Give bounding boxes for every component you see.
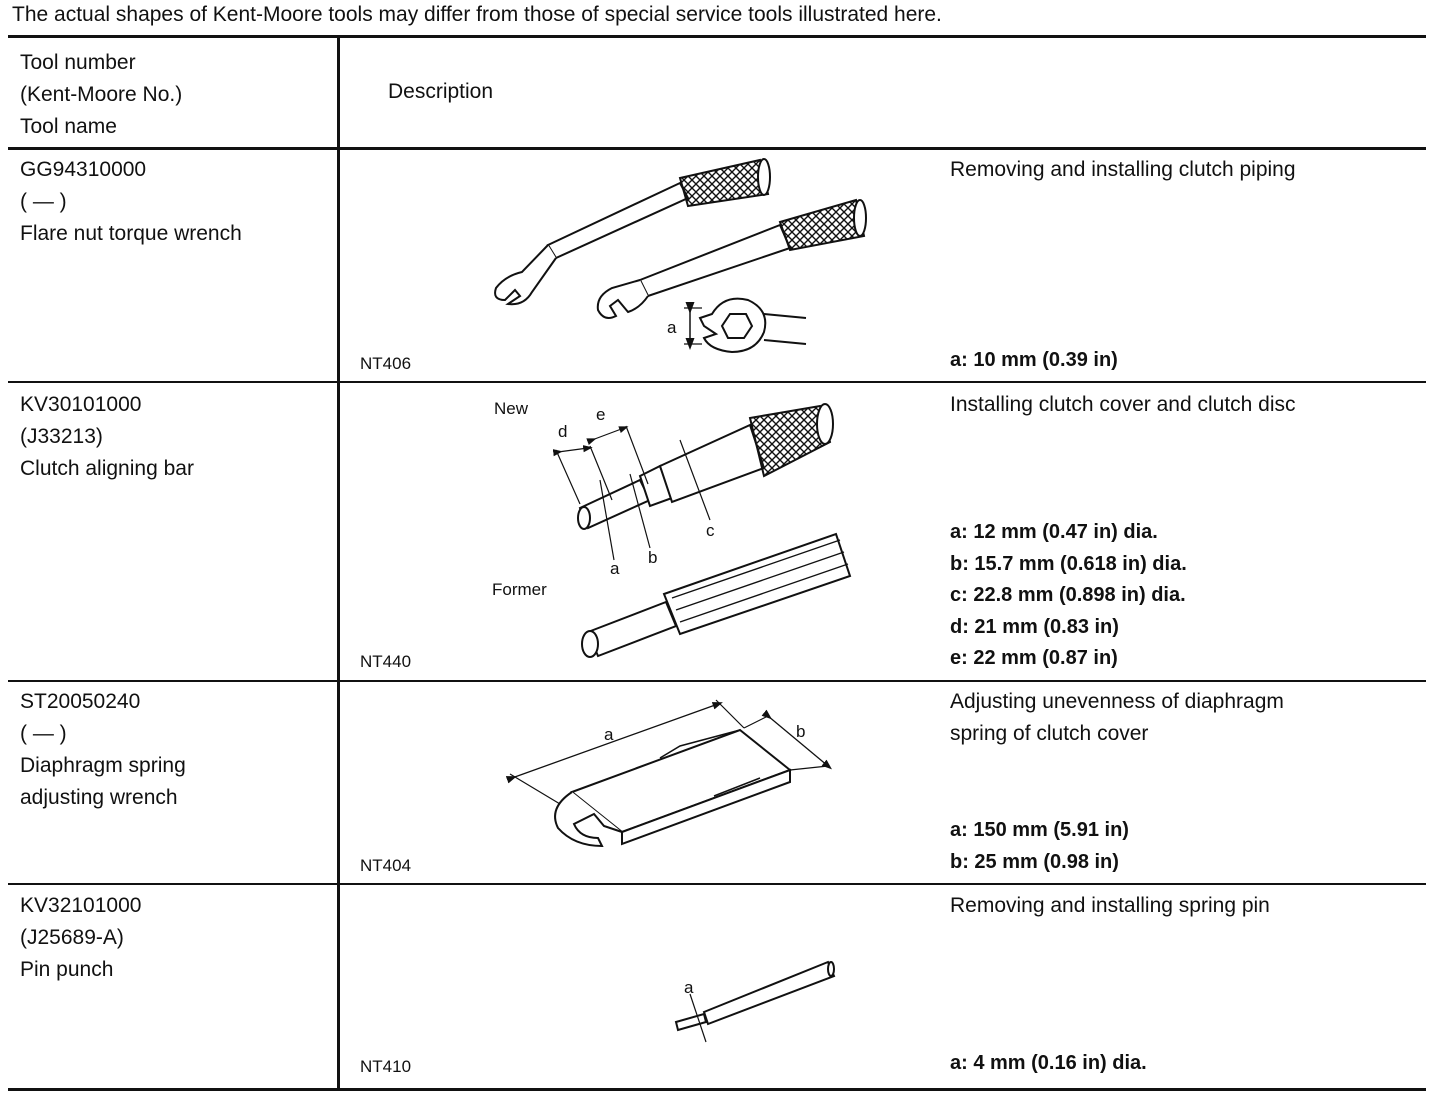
figure-code: NT440 (360, 652, 412, 671)
variant-label-new: New (494, 399, 529, 418)
table-row: KV30101000 (J33213) Clutch aligning bar (20, 389, 330, 485)
table-row: GG94310000 ( — ) Flare nut torque wrench (20, 154, 330, 250)
kent-moore-number: ( — ) (20, 190, 67, 213)
table-row: ST20050240 ( — ) Diaphragm spring adjust… (20, 686, 330, 814)
figure-code: NT404 (360, 856, 412, 875)
figure-code: NT410 (360, 1057, 412, 1076)
tool-specs: a: 10 mm (0.39 in) (950, 345, 1118, 377)
dimension-label: b (796, 722, 805, 741)
tool-number: KV30101000 (20, 393, 142, 416)
tool-use-line: spring of clutch cover (950, 722, 1149, 745)
tool-use: Removing and installing clutch piping (950, 154, 1410, 186)
diaphragm-wrench-illustration (505, 699, 832, 848)
header-tool-name: Tool name (20, 115, 117, 138)
spec-line: a: 4 mm (0.16 in) dia. (950, 1052, 1147, 1074)
dimension-label: a (667, 318, 677, 337)
spec-line: e: 22 mm (0.87 in) (950, 647, 1118, 669)
column-divider (337, 36, 340, 1091)
tool-number: ST20050240 (20, 690, 141, 713)
disclaimer-note: The actual shapes of Kent-Moore tools ma… (12, 3, 942, 26)
tool-number: GG94310000 (20, 158, 147, 181)
tool-specs: a: 12 mm (0.47 in) dia. b: 15.7 mm (0.61… (950, 517, 1187, 675)
tool-name: Clutch aligning bar (20, 457, 194, 480)
kent-moore-number: (J33213) (20, 425, 103, 448)
row-divider (8, 883, 1426, 885)
table-row: KV32101000 (J25689-A) Pin punch (20, 890, 330, 986)
table-bottom-rule (8, 1088, 1426, 1091)
spec-line: a: 150 mm (5.91 in) (950, 819, 1129, 841)
row-divider (8, 381, 1426, 383)
dimension-label: a (684, 978, 694, 997)
header-tool-number: Tool number (20, 51, 136, 74)
tool-use: Adjusting unevenness of diaphragm spring… (950, 686, 1410, 750)
dimension-label: c (706, 521, 715, 540)
tool-name: Diaphragm spring (20, 754, 186, 777)
dimension-label: a (604, 725, 614, 744)
clutch-aligning-bar-illustration (552, 403, 852, 658)
spec-line: b: 15.7 mm (0.618 in) dia. (950, 552, 1187, 575)
tool-use-line: Installing clutch cover and clutch disc (950, 393, 1296, 416)
dimension-label: a (610, 559, 620, 578)
tool-use-line: Adjusting unevenness of diaphragm (950, 690, 1284, 713)
tool-use-line: Removing and installing spring pin (950, 894, 1270, 917)
kent-moore-number: (J25689-A) (20, 926, 124, 949)
pin-punch-illustration (674, 960, 836, 1043)
tool-use: Installing clutch cover and clutch disc (950, 389, 1410, 421)
spec-line: d: 21 mm (0.83 in) (950, 615, 1119, 638)
header-description: Description (388, 80, 494, 103)
kent-moore-number: ( — ) (20, 722, 67, 745)
spec-line: b: 25 mm (0.98 in) (950, 850, 1119, 873)
spec-line: c: 22.8 mm (0.898 in) dia. (950, 584, 1186, 606)
spec-line: a: 10 mm (0.39 in) (950, 349, 1118, 371)
flare-nut-wrench-illustration (494, 158, 867, 354)
table-top-rule (8, 35, 1426, 38)
tool-number: KV32101000 (20, 894, 142, 917)
header-bottom-rule (8, 147, 1426, 150)
row-divider (8, 680, 1426, 682)
tool-name: Flare nut torque wrench (20, 222, 242, 245)
tool-name: Pin punch (20, 958, 114, 981)
dimension-label: e (596, 405, 605, 424)
header-tool-column: Tool number (Kent-Moore No.) Tool name (20, 47, 330, 143)
tool-specs: a: 150 mm (5.91 in) b: 25 mm (0.98 in) (950, 815, 1129, 878)
variant-label-former: Former (492, 580, 547, 599)
figure-code: NT406 (360, 354, 412, 373)
tool-use: Removing and installing spring pin (950, 890, 1410, 922)
tool-use-line: Removing and installing clutch piping (950, 158, 1296, 181)
spec-line: a: 12 mm (0.47 in) dia. (950, 521, 1158, 543)
header-kent-moore: (Kent-Moore No.) (20, 83, 183, 106)
tool-specs: a: 4 mm (0.16 in) dia. (950, 1048, 1147, 1080)
dimension-label: b (648, 548, 657, 567)
dimension-label: d (558, 422, 567, 441)
tool-name: adjusting wrench (20, 786, 178, 809)
